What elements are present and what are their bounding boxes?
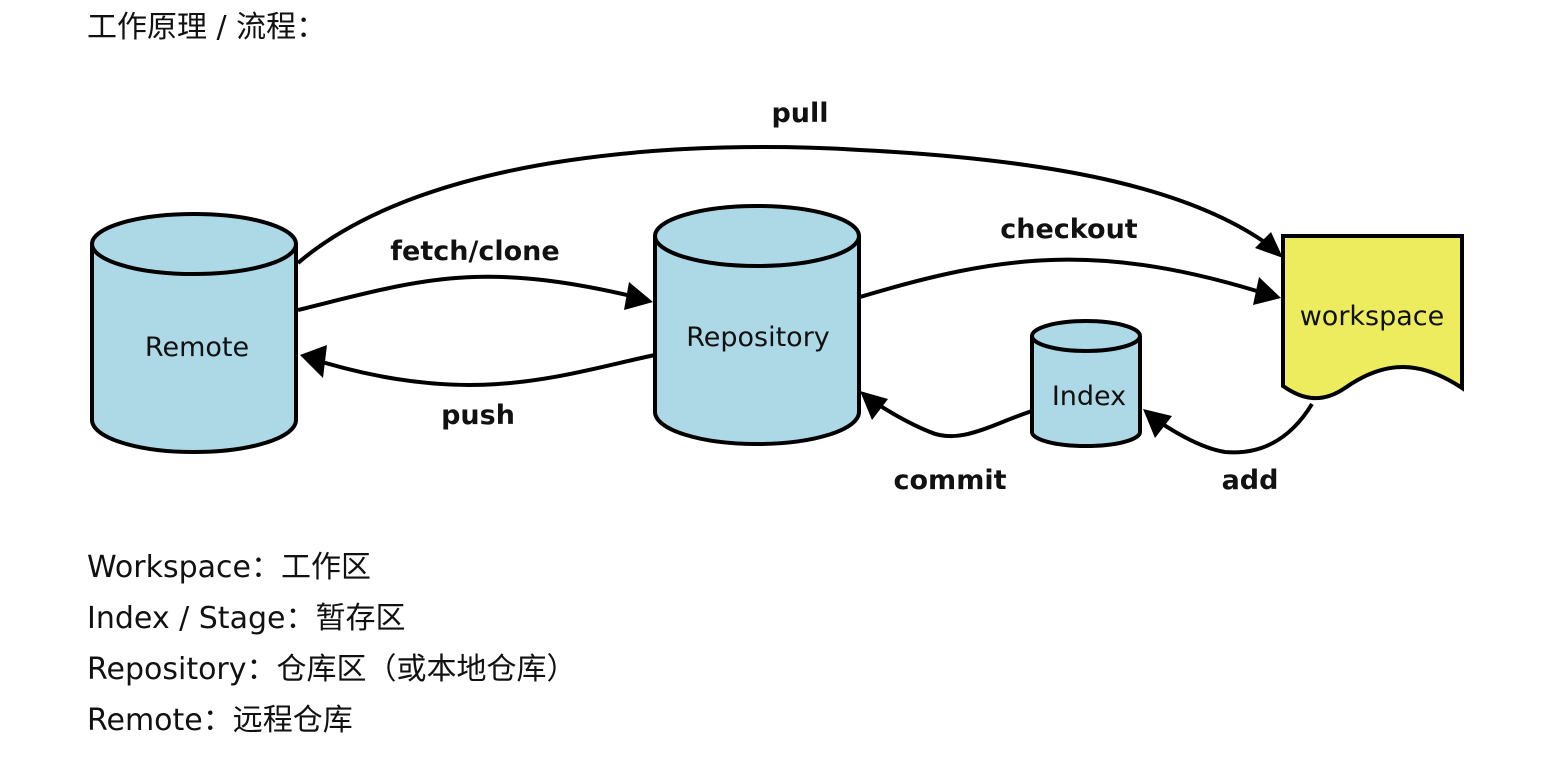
commit-label: commit xyxy=(894,465,1007,496)
repository-node: Repository xyxy=(653,204,861,446)
add-label: add xyxy=(1222,465,1279,496)
fetch-clone-arrow xyxy=(297,274,649,312)
add-arrowhead xyxy=(1143,409,1172,438)
checkout-arrowhead xyxy=(1253,277,1281,305)
remote-cylinder-body xyxy=(90,244,298,454)
pull-label: pull xyxy=(771,98,828,129)
repository-cylinder-body xyxy=(653,236,861,446)
index-cylinder-top xyxy=(1030,319,1142,353)
index-node: Index xyxy=(1030,319,1142,448)
commit-arrowhead xyxy=(860,391,888,420)
workspace-label: workspace xyxy=(1300,301,1445,332)
add-arrow xyxy=(1146,402,1314,455)
push-label: push xyxy=(441,400,515,431)
fetch-clone-arrowhead xyxy=(624,282,653,310)
remote-label: Remote xyxy=(145,332,249,363)
index-cylinder-body xyxy=(1030,336,1142,448)
remote-cylinder-top xyxy=(90,212,298,276)
fetch-clone-label: fetch/clone xyxy=(390,236,559,267)
checkout-label: checkout xyxy=(1000,214,1138,245)
definition-list: Workspace：工作区 Index / Stage：暂存区 Reposito… xyxy=(87,546,577,750)
checkout-arrow xyxy=(859,257,1277,299)
index-label: Index xyxy=(1052,381,1126,412)
definition-index-stage: Index / Stage：暂存区 xyxy=(87,601,406,636)
repository-cylinder-top xyxy=(653,204,861,268)
page-title: 工作原理 / 流程： xyxy=(87,10,327,45)
pull-arrow xyxy=(296,145,1280,265)
commit-arrow xyxy=(864,394,1033,439)
remote-node: Remote xyxy=(90,212,298,454)
repository-label: Repository xyxy=(686,322,830,353)
push-arrow xyxy=(305,353,656,387)
workspace-node: workspace xyxy=(1281,234,1464,401)
push-arrowhead xyxy=(300,345,327,378)
pull-arrowhead xyxy=(1255,232,1283,258)
workspace-document-shape xyxy=(1281,234,1464,401)
definition-remote: Remote：远程仓库 xyxy=(87,703,353,738)
definition-workspace: Workspace：工作区 xyxy=(87,550,371,585)
definition-repository: Repository：仓库区（或本地仓库） xyxy=(87,652,577,687)
